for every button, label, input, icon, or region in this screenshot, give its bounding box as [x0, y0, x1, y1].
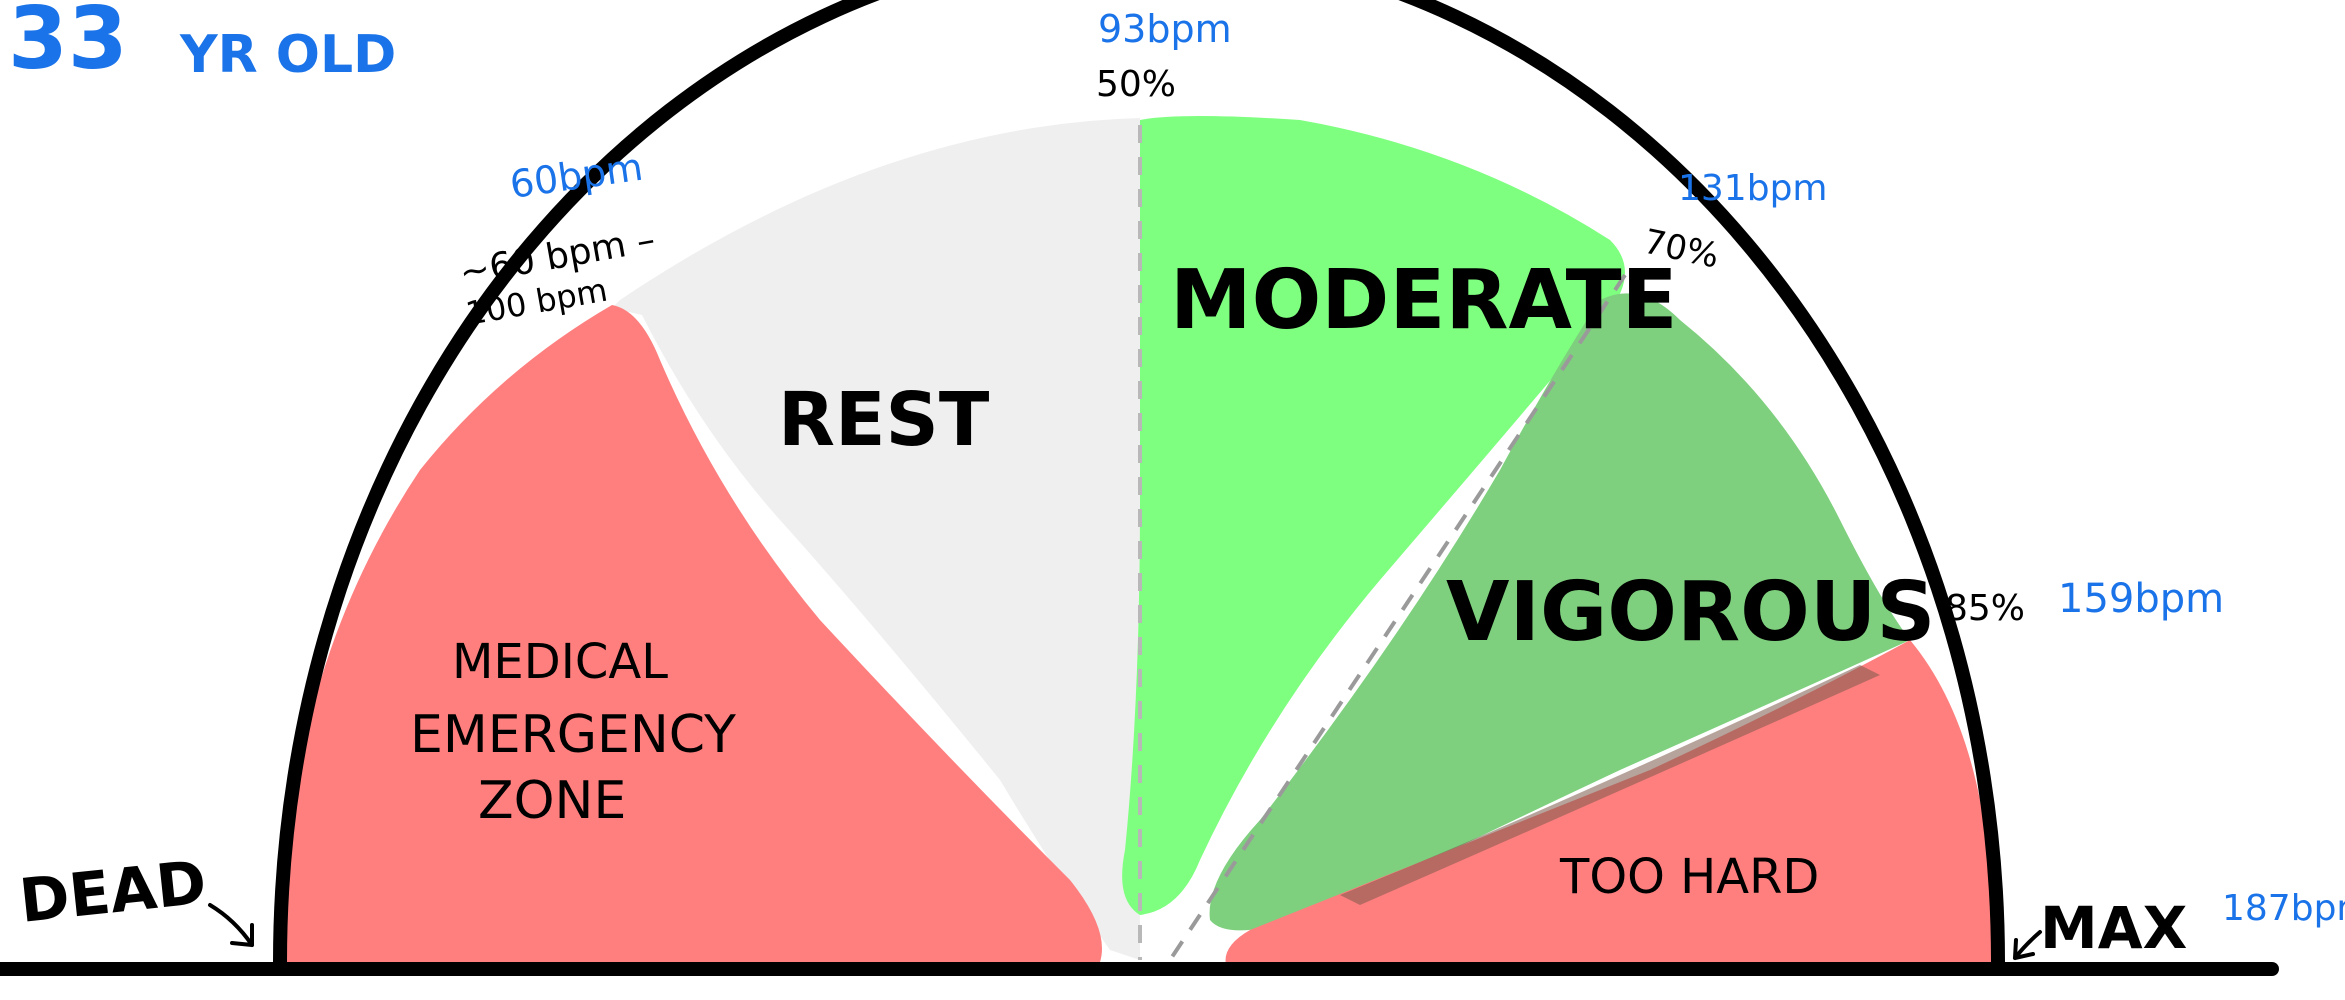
zone-emergency-line3: ZONE — [478, 771, 626, 831]
divider-70-percent — [1168, 273, 1627, 962]
dead-arrow-icon — [208, 903, 254, 947]
zone-emergency-line2: EMERGENCY — [410, 705, 736, 765]
zone-vigorous-label: VIGOROUS — [1446, 565, 1935, 660]
bpm-159-label: 159bpm — [2058, 576, 2224, 622]
age-number: 33 — [8, 0, 128, 89]
rest-zone-fill — [612, 118, 1140, 960]
zone-emergency-line1: MEDICAL — [452, 634, 668, 690]
bpm-187-label: 187bpm — [2222, 888, 2345, 929]
bpm-131-label: 131bpm — [1678, 168, 1827, 209]
max-arrow-icon — [2013, 930, 2042, 960]
max-label: MAX — [2040, 894, 2187, 962]
overlap-band — [1340, 665, 1880, 905]
emergency-zone-fill — [280, 305, 1102, 962]
bpm-60-label: 60bpm — [507, 145, 645, 207]
dead-label: DEAD — [16, 848, 209, 937]
zone-rest-label: REST — [778, 377, 990, 463]
bpm-93-label: 93bpm — [1098, 7, 1232, 51]
gauge-outline — [273, 0, 2005, 969]
age-suffix: YR OLD — [179, 25, 396, 85]
percent-50-label: 50% — [1096, 64, 1176, 105]
zone-moderate-label: MODERATE — [1170, 253, 1678, 348]
percent-85-label: 85% — [1945, 588, 2025, 629]
moderate-zone-fill — [1122, 116, 1625, 915]
vigorous-zone-fill — [1209, 293, 1910, 931]
zone-too-hard-label: TOO HARD — [1559, 849, 1819, 905]
too-hard-zone-fill — [1225, 640, 2000, 975]
